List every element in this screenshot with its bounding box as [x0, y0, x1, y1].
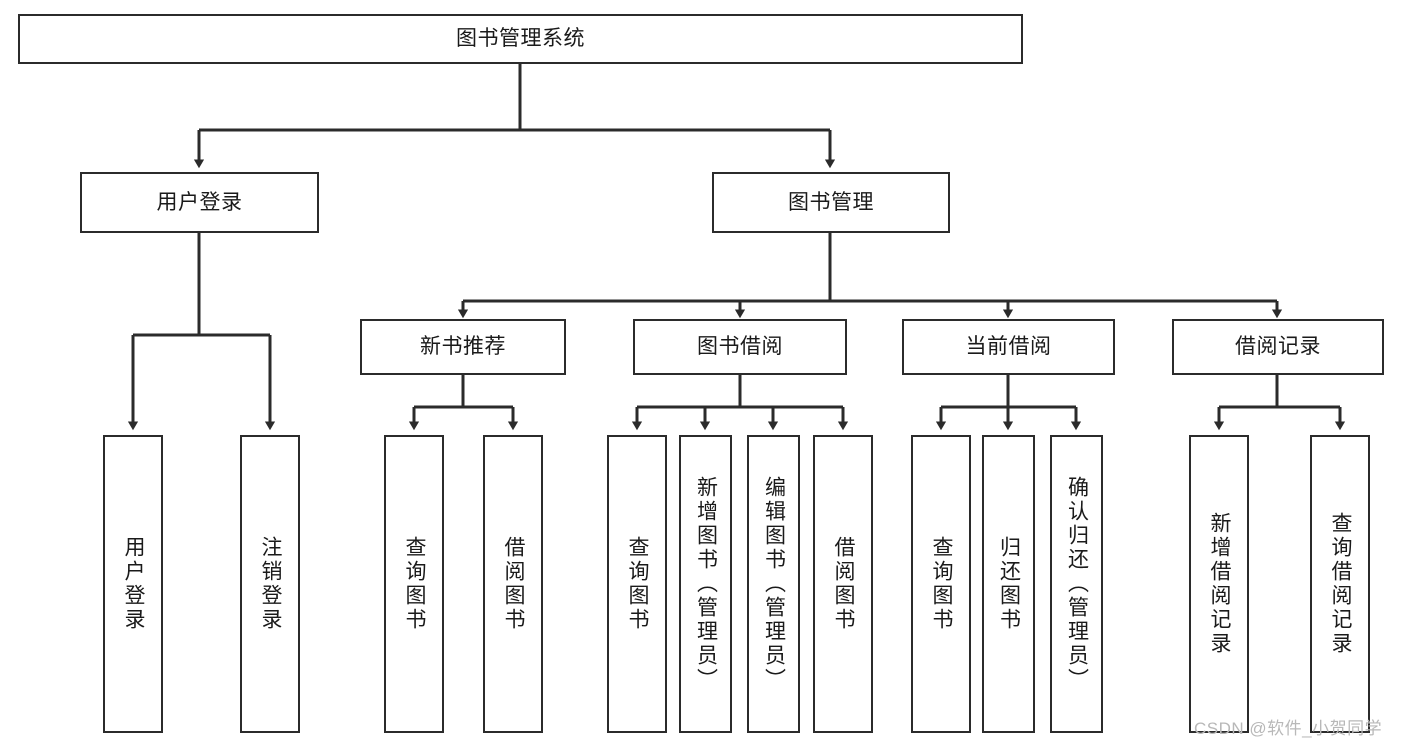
- node-current-borrow[interactable]: 当前借阅: [902, 319, 1115, 375]
- node-leaf-add-book-admin[interactable]: 新增图书（管理员）: [679, 435, 732, 733]
- node-leaf-query-borrow-record-label: 查询借阅记录: [1329, 512, 1353, 656]
- node-user-login-label: 用户登录: [156, 190, 243, 214]
- node-book-borrow-label: 图书借阅: [697, 335, 783, 359]
- node-leaf-return-book-label: 归还图书: [997, 536, 1021, 632]
- node-borrow-record-label: 借阅记录: [1235, 335, 1321, 359]
- node-leaf-confirm-return-admin-label: 确认归还（管理员）: [1065, 476, 1089, 692]
- node-leaf-add-borrow-record-label: 新增借阅记录: [1208, 512, 1232, 656]
- node-root[interactable]: 图书管理系统: [18, 14, 1023, 64]
- node-leaf-return-book[interactable]: 归还图书: [982, 435, 1035, 733]
- node-user-login[interactable]: 用户登录: [80, 172, 319, 233]
- node-leaf-query-borrow-record[interactable]: 查询借阅记录: [1310, 435, 1370, 733]
- node-book-management-label: 图书管理: [788, 190, 874, 214]
- node-book-management[interactable]: 图书管理: [712, 172, 950, 233]
- node-leaf-add-book-admin-label: 新增图书（管理员）: [694, 476, 718, 692]
- node-leaf-borrow-book-1-label: 借阅图书: [502, 536, 526, 632]
- node-leaf-query-book-1[interactable]: 查询图书: [384, 435, 444, 733]
- node-leaf-logout-login[interactable]: 注销登录: [240, 435, 300, 733]
- node-borrow-record[interactable]: 借阅记录: [1172, 319, 1384, 375]
- node-leaf-borrow-book-2[interactable]: 借阅图书: [813, 435, 873, 733]
- node-leaf-borrow-book-1[interactable]: 借阅图书: [483, 435, 543, 733]
- node-root-label: 图书管理系统: [456, 27, 585, 51]
- node-new-book-recommend[interactable]: 新书推荐: [360, 319, 566, 375]
- node-new-book-recommend-label: 新书推荐: [420, 335, 506, 359]
- node-leaf-edit-book-admin[interactable]: 编辑图书（管理员）: [747, 435, 800, 733]
- node-leaf-query-book-3-label: 查询图书: [930, 536, 954, 632]
- csdn-watermark: CSDN @软件_小贺同学: [1194, 719, 1383, 738]
- node-leaf-edit-book-admin-label: 编辑图书（管理员）: [762, 476, 786, 692]
- node-leaf-query-book-2[interactable]: 查询图书: [607, 435, 667, 733]
- node-leaf-query-book-3[interactable]: 查询图书: [911, 435, 971, 733]
- node-leaf-query-book-2-label: 查询图书: [626, 536, 650, 632]
- node-leaf-user-login[interactable]: 用户登录: [103, 435, 163, 733]
- node-leaf-user-login-label: 用户登录: [122, 536, 146, 632]
- node-leaf-add-borrow-record[interactable]: 新增借阅记录: [1189, 435, 1249, 733]
- node-leaf-query-book-1-label: 查询图书: [403, 536, 427, 632]
- node-leaf-borrow-book-2-label: 借阅图书: [832, 536, 856, 632]
- node-current-borrow-label: 当前借阅: [965, 335, 1052, 359]
- node-leaf-confirm-return-admin[interactable]: 确认归还（管理员）: [1050, 435, 1103, 733]
- node-leaf-logout-login-label: 注销登录: [259, 536, 283, 632]
- node-book-borrow[interactable]: 图书借阅: [633, 319, 847, 375]
